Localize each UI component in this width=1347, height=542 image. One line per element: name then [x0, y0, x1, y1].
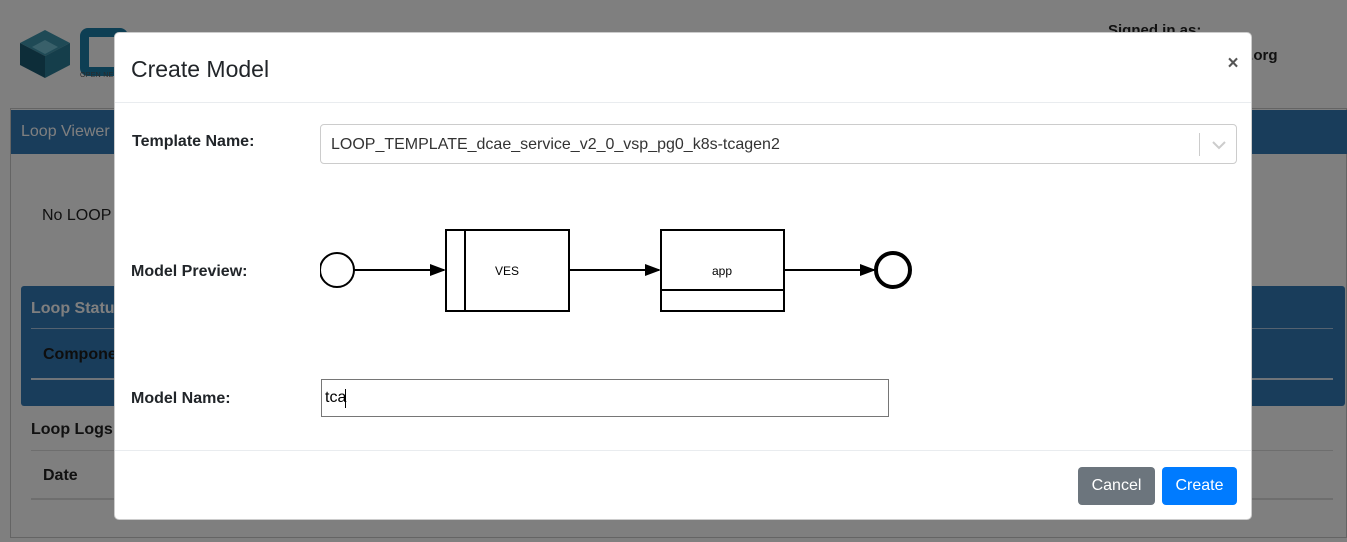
- modal-header: Create Model ×: [115, 33, 1251, 103]
- chevron-down-icon[interactable]: [1207, 133, 1231, 157]
- ves-node-label: VES: [495, 264, 519, 278]
- model-name-input[interactable]: [321, 379, 889, 417]
- template-name-value: LOOP_TEMPLATE_dcae_service_v2_0_vsp_pg0_…: [331, 136, 780, 153]
- cancel-button[interactable]: Cancel: [1078, 467, 1155, 505]
- close-icon[interactable]: ×: [1227, 53, 1239, 74]
- app-node: app: [660, 229, 785, 312]
- app-node-label: app: [712, 264, 732, 278]
- create-button[interactable]: Create: [1162, 467, 1237, 505]
- end-event: [874, 251, 912, 289]
- model-name-label: Model Name:: [131, 390, 231, 407]
- text-caret: [345, 389, 346, 408]
- template-name-label: Template Name:: [132, 133, 255, 150]
- modal-title: Create Model: [131, 56, 270, 82]
- model-preview-diagram: VES app: [320, 229, 912, 312]
- start-event: [320, 252, 355, 288]
- modal-footer-divider: [115, 450, 1251, 451]
- ves-node: VES: [445, 229, 570, 312]
- create-model-dialog: Create Model × Template Name: LOOP_TEMPL…: [114, 32, 1252, 520]
- select-separator: [1199, 133, 1200, 156]
- template-name-select[interactable]: LOOP_TEMPLATE_dcae_service_v2_0_vsp_pg0_…: [320, 124, 1237, 164]
- model-preview-label: Model Preview:: [131, 263, 248, 280]
